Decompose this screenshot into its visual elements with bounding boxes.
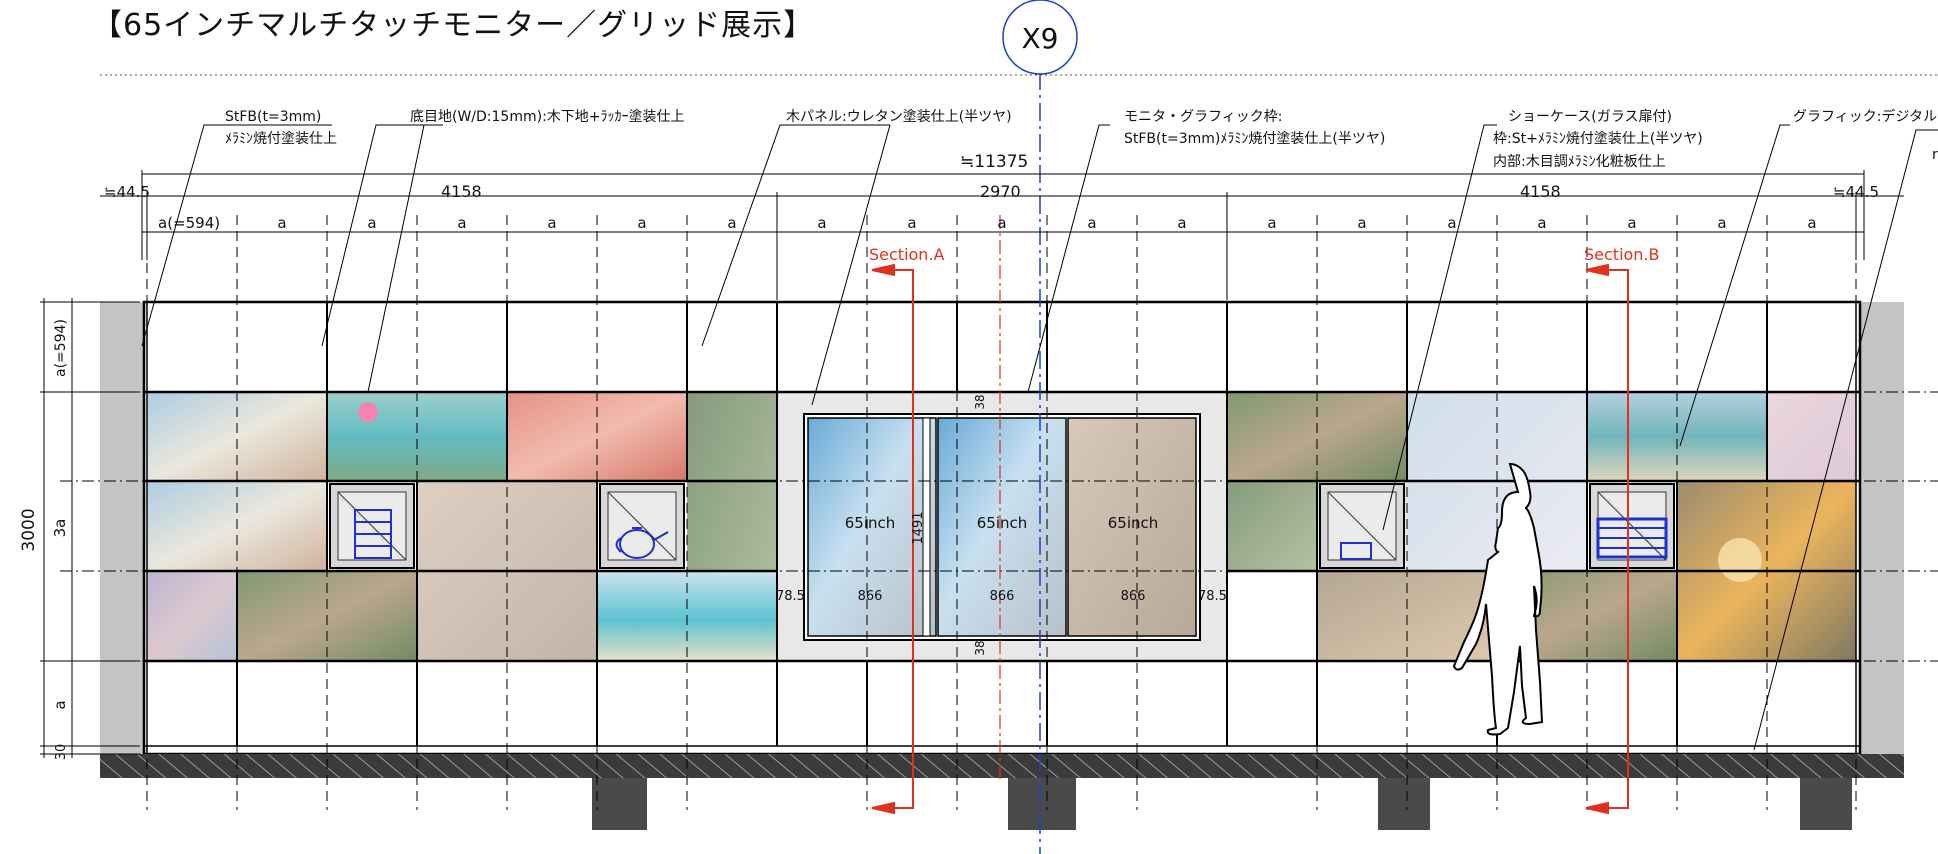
callout-showcase-1: ショーケース(ガラス扉付) [1508, 109, 1672, 125]
svg-text:a: a [817, 214, 826, 232]
section-a-label: Section.A [869, 245, 945, 264]
svg-text:a: a [1267, 214, 1276, 232]
svg-text:a: a [907, 214, 916, 232]
showcase-2 [599, 483, 685, 569]
section-b-marker [1585, 263, 1629, 815]
callout-stfb-2: ﾒﾗﾐﾝ焼付塗装仕上 [225, 130, 337, 147]
dim-segment-left: 4158 [441, 182, 482, 201]
callout-showcase-3: 内部:木目調ﾒﾗﾐﾝ化粧板仕上 [1493, 154, 1666, 170]
section-a-marker [871, 263, 914, 815]
dim-right-edge: ≒44.5 [1833, 183, 1879, 201]
callout-graphic: グラフィック:デジタル [1793, 108, 1937, 125]
svg-text:a: a [1177, 214, 1186, 232]
callout-wood-panel: 木パネル:ウレタン塗装仕上(半ツヤ) [786, 108, 1012, 125]
svg-text:a: a [1627, 214, 1636, 232]
dim-monitor-height: 1491 [911, 511, 926, 544]
dim-segment-right: 4158 [1520, 182, 1561, 201]
module-labels: a a a a a a a a a a a a a a a a a a [277, 214, 1816, 232]
svg-text:a: a [547, 214, 556, 232]
monitor-label-1: 65inch [845, 514, 896, 532]
callout-joint: 底目地(W/D:15mm):木下地+ﾗｯｶｰ塗装仕上 [410, 108, 685, 125]
dim-total: ≒11375 [960, 152, 1028, 172]
dim-height-total: 3000 [19, 508, 39, 551]
monitor-label-2: 65inch [977, 514, 1028, 532]
left-side-wall [100, 302, 144, 754]
showcase-3 [1319, 483, 1405, 569]
dim-height-base: 30 [54, 744, 69, 761]
callout-stfb-1: StFB(t=3mm) [225, 109, 321, 125]
dim-monitor-gap-bottom: 38 [973, 640, 987, 655]
dim-left-edge: ≒44.5 [104, 183, 150, 201]
svg-text:a: a [1807, 214, 1816, 232]
section-b-label: Section.B [1584, 245, 1660, 264]
module-grid-lines [60, 391, 1938, 662]
svg-text:a: a [727, 214, 736, 232]
teapot-icon [615, 527, 669, 559]
callout-monitor-frame-2: StFB(t=3mm)ﾒﾗﾐﾝ焼付塗装仕上(半ツヤ) [1124, 130, 1385, 147]
callout-monitor-frame-1: モニタ・グラフィック枠: [1124, 109, 1282, 125]
monitor-label-3: 65inch [1108, 514, 1159, 532]
svg-text:a: a [997, 214, 1006, 232]
callout-r: r [1932, 147, 1938, 163]
svg-text:a: a [637, 214, 646, 232]
showcase-1 [329, 483, 415, 569]
human-figure [1452, 462, 1544, 736]
bowl-icon [1340, 542, 1372, 560]
dim-height-bottom: a [51, 700, 69, 709]
dim-monitor-width-3: 866 [1121, 589, 1146, 604]
svg-text:a: a [1717, 214, 1726, 232]
svg-text:a: a [1357, 214, 1366, 232]
svg-text:a: a [1537, 214, 1546, 232]
dim-module-first: a(=594) [158, 214, 220, 232]
dimension-lines [40, 170, 1904, 758]
svg-text:a: a [457, 214, 466, 232]
callout-leaders [141, 124, 1938, 751]
showcase-4 [1589, 483, 1675, 569]
monitor-screen-1 [807, 417, 937, 637]
monitor-screen-2 [937, 417, 1067, 637]
dim-segment-center: 2970 [980, 182, 1021, 201]
vertical-module-lines [146, 215, 1857, 810]
x9-grid-label: X9 [1022, 22, 1059, 55]
floor [100, 754, 1904, 830]
monitor-frame [776, 391, 1228, 662]
x9-grid-bubble [1002, 0, 1078, 75]
page-title: 【65インチマルチタッチモニター／グリッド展示】 [92, 8, 815, 43]
right-side-wall [1860, 302, 1904, 754]
callout-showcase-2: 枠:St+ﾒﾗﾐﾝ焼付塗装仕上(半ツヤ) [1493, 130, 1703, 147]
dim-monitor-width-1: 866 [858, 589, 883, 604]
dim-monitor-width-2: 866 [990, 589, 1015, 604]
svg-text:a: a [1447, 214, 1456, 232]
svg-text:a: a [367, 214, 376, 232]
dim-monitor-side-left: 78.5 [776, 589, 805, 604]
dim-height-top: a(=594) [53, 319, 69, 377]
svg-text:a: a [1087, 214, 1096, 232]
dim-monitor-side-right: 78.5 [1198, 589, 1227, 604]
monitor-screen-3 [1067, 417, 1197, 637]
svg-text:a: a [277, 214, 286, 232]
dim-height-mid: 3a [51, 519, 69, 538]
dim-monitor-gap-top: 38 [973, 394, 987, 409]
